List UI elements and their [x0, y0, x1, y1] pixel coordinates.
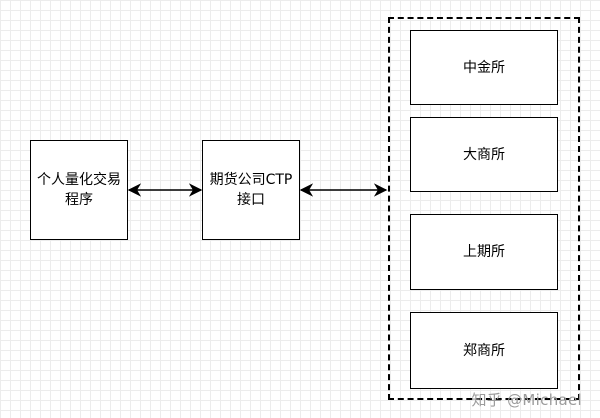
node-exchange-label: 上期所 [463, 244, 505, 260]
node-exchange-cffex: 中金所 [410, 30, 558, 105]
node-exchange-label: 大商所 [463, 146, 505, 163]
node-ctp-interface: 期货公司CTP接口 [202, 140, 300, 240]
exchange-group-dashed-container [388, 17, 580, 400]
watermark-text: 知乎 @Michael [471, 391, 582, 409]
node-exchange-shfe: 上期所 [410, 214, 558, 290]
node-exchange-czce: 郑商所 [410, 312, 558, 389]
node-exchange-label: 中金所 [463, 59, 505, 76]
node-personal-quant-program-label: 个人量化交易程序 [37, 172, 121, 208]
node-ctp-interface-label: 期货公司CTP接口 [209, 172, 293, 208]
node-personal-quant-program: 个人量化交易程序 [30, 140, 128, 240]
node-exchange-label: 郑商所 [463, 342, 505, 359]
node-exchange-dce: 大商所 [410, 117, 558, 192]
